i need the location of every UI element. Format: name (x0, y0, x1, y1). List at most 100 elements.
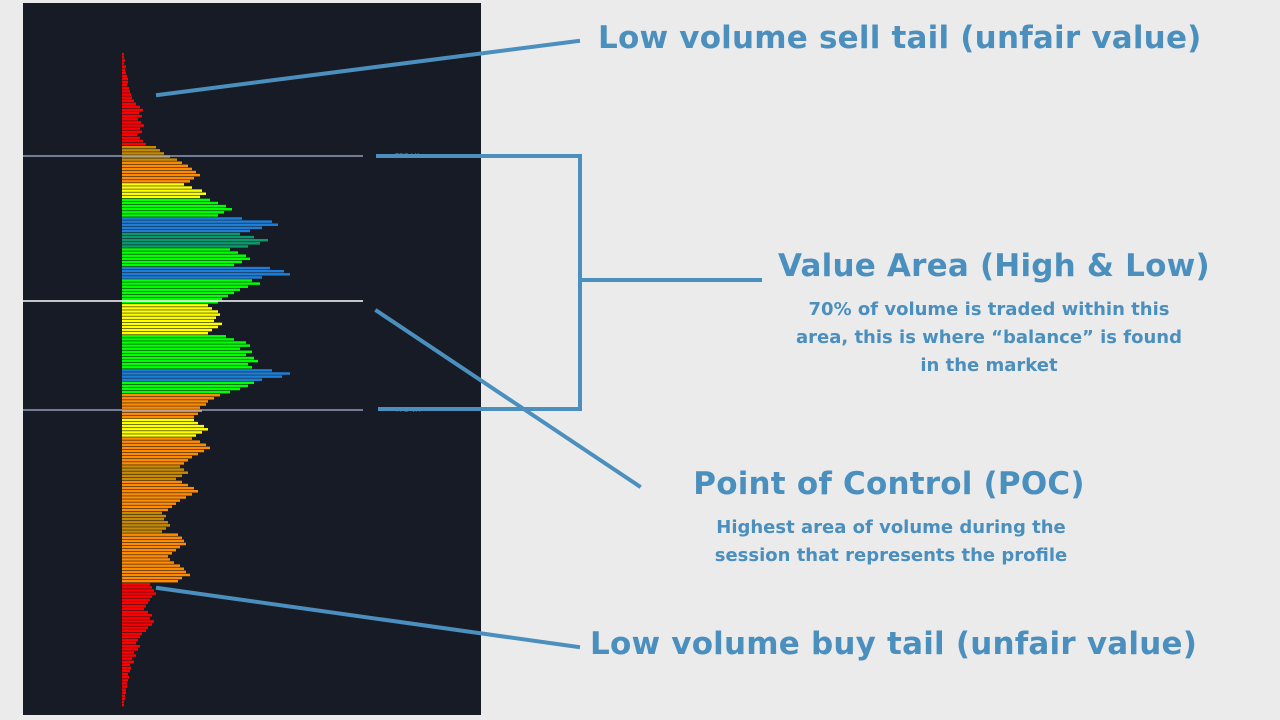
buy-tail-title: Low volume buy tail (unfair value) (590, 626, 1198, 662)
profile-bar (122, 220, 272, 223)
profile-bar (122, 341, 246, 344)
profile-bar (122, 238, 268, 242)
profile-bar (122, 390, 230, 394)
profile-bar (122, 462, 184, 465)
profile-bar (122, 614, 152, 617)
profile-bar (122, 570, 186, 574)
profile-bar (122, 511, 162, 515)
profile-bar (122, 214, 218, 217)
profile-bar (122, 133, 137, 137)
profile-bar (122, 527, 166, 530)
profile-bar (122, 428, 208, 431)
profile-bar (122, 260, 242, 264)
profile-bar (122, 276, 262, 279)
profile-bar (122, 183, 184, 186)
profile-bar (122, 282, 260, 285)
profile-bar (122, 682, 127, 685)
profile-bar (122, 180, 190, 183)
profile-bar (122, 297, 222, 301)
profile-bar (122, 486, 194, 490)
profile-bar (122, 313, 220, 316)
profile-bar (122, 697, 125, 701)
profile-bar (122, 217, 242, 220)
profile-bar (122, 167, 192, 171)
profile-bar (122, 335, 226, 338)
profile-bar (122, 359, 258, 363)
profile-bar (122, 263, 234, 267)
value-area-high-tag: TPO VA (395, 152, 421, 160)
profile-bar (122, 583, 150, 586)
profile-bar (122, 164, 188, 168)
profile-bar (122, 375, 282, 378)
profile-bar (122, 384, 248, 388)
profile-bar (122, 477, 176, 481)
profile-bar (122, 235, 254, 239)
profile-bar (122, 145, 156, 149)
profile-bar (122, 400, 208, 403)
profile-bar (122, 663, 130, 667)
profile-bar (122, 369, 272, 372)
profile-bar (122, 77, 128, 81)
profile-bar (122, 242, 260, 245)
profile-bar (122, 589, 154, 592)
profile-bar (122, 393, 220, 397)
profile-bar (122, 65, 126, 68)
profile-bar (122, 102, 136, 106)
profile-bar (122, 198, 210, 202)
profile-bar (122, 561, 174, 564)
profile-bar (122, 474, 182, 478)
profile-bar (122, 657, 132, 660)
profile-bar (122, 459, 188, 462)
profile-bar (122, 604, 146, 608)
profile-bar (122, 598, 150, 602)
profile-bar (122, 455, 192, 459)
profile-bar (122, 505, 172, 509)
profile-bar (122, 90, 130, 93)
poc-desc-line-1: Highest area of volume during the (716, 517, 1066, 538)
profile-bar (122, 635, 140, 639)
profile-bar (122, 195, 200, 199)
profile-bar (122, 344, 250, 347)
profile-bar (122, 254, 246, 257)
profile-bar (122, 248, 230, 251)
profile-bar (122, 245, 248, 248)
profile-bar (122, 567, 184, 571)
profile-bar (122, 601, 148, 605)
profile-bar (122, 623, 152, 626)
profile-bar (122, 257, 250, 261)
profile-bar (122, 542, 186, 546)
profile-bar (122, 573, 190, 577)
profile-bar (122, 669, 130, 673)
profile-bar (122, 679, 128, 682)
profile-bar (122, 586, 152, 589)
profile-bar (122, 266, 270, 270)
poc-description: Highest area of volume during the sessio… (690, 514, 1092, 570)
profile-bar (122, 84, 127, 87)
profile-bar (122, 418, 194, 422)
profile-bar (122, 412, 198, 416)
profile-bar (122, 641, 136, 645)
profile-bar (122, 617, 150, 620)
profile-bar (122, 211, 224, 214)
profile-bar (122, 555, 168, 558)
value-area-description: 70% of volume is traded within this area… (778, 296, 1200, 380)
poc-desc-line-2: session that represents the profile (714, 545, 1068, 566)
profile-bar (122, 629, 146, 633)
profile-bar (122, 688, 126, 691)
profile-bar (122, 530, 162, 533)
profile-bar (122, 356, 254, 360)
profile-bar (122, 496, 186, 499)
profile-bar (122, 672, 128, 676)
profile-bar (122, 331, 208, 335)
profile-bar (122, 99, 134, 102)
profile-bar (122, 607, 144, 611)
volume-profile-svg (23, 53, 363, 707)
profile-bar (122, 68, 125, 71)
profile-bar (122, 288, 240, 292)
profile-bar (122, 592, 156, 595)
profile-bar (122, 291, 234, 295)
profile-bar (122, 173, 200, 177)
profile-bar (122, 170, 196, 174)
value-area-low-tag: TPO VA (395, 406, 421, 414)
profile-bar (122, 319, 214, 323)
